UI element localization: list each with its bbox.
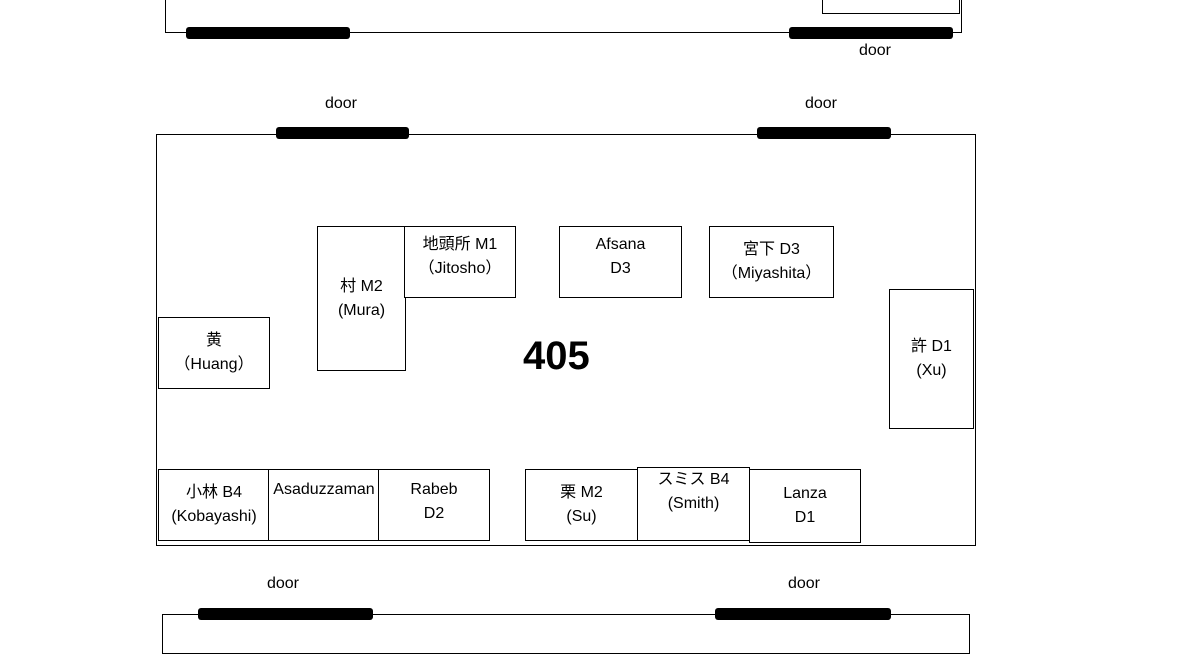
- door-above-left: [186, 27, 350, 39]
- desk-kobayashi: 小林 B4(Kobayashi): [158, 469, 270, 541]
- desk-smith: スミス B4(Smith): [637, 467, 750, 541]
- desk-huang: 黄（Huang）: [158, 317, 270, 389]
- room-above-inner-box: [822, 0, 960, 14]
- desk-mura: 村 M2(Mura): [317, 226, 406, 371]
- desk-miyashita: 宮下 D3（Miyashita）: [709, 226, 834, 298]
- door-405-top-right: [757, 127, 891, 139]
- door-label: door: [804, 95, 838, 112]
- desk-xu: 許 D1(Xu): [889, 289, 974, 429]
- room-number: 405: [523, 334, 590, 378]
- door-label: door: [787, 575, 821, 592]
- door-label: door: [324, 95, 358, 112]
- door-below-right: [715, 608, 891, 620]
- door-label: door: [266, 575, 300, 592]
- room-below: [162, 614, 970, 654]
- door-405-top-left: [276, 127, 409, 139]
- desk-asaduzzaman: Asaduzzaman: [268, 469, 380, 541]
- desk-su: 栗 M2(Su): [525, 469, 638, 541]
- door-above-right: [789, 27, 953, 39]
- desk-jitosho: 地頭所 M1（Jitosho）: [404, 226, 516, 298]
- door-below-left: [198, 608, 373, 620]
- door-label: door: [858, 42, 892, 59]
